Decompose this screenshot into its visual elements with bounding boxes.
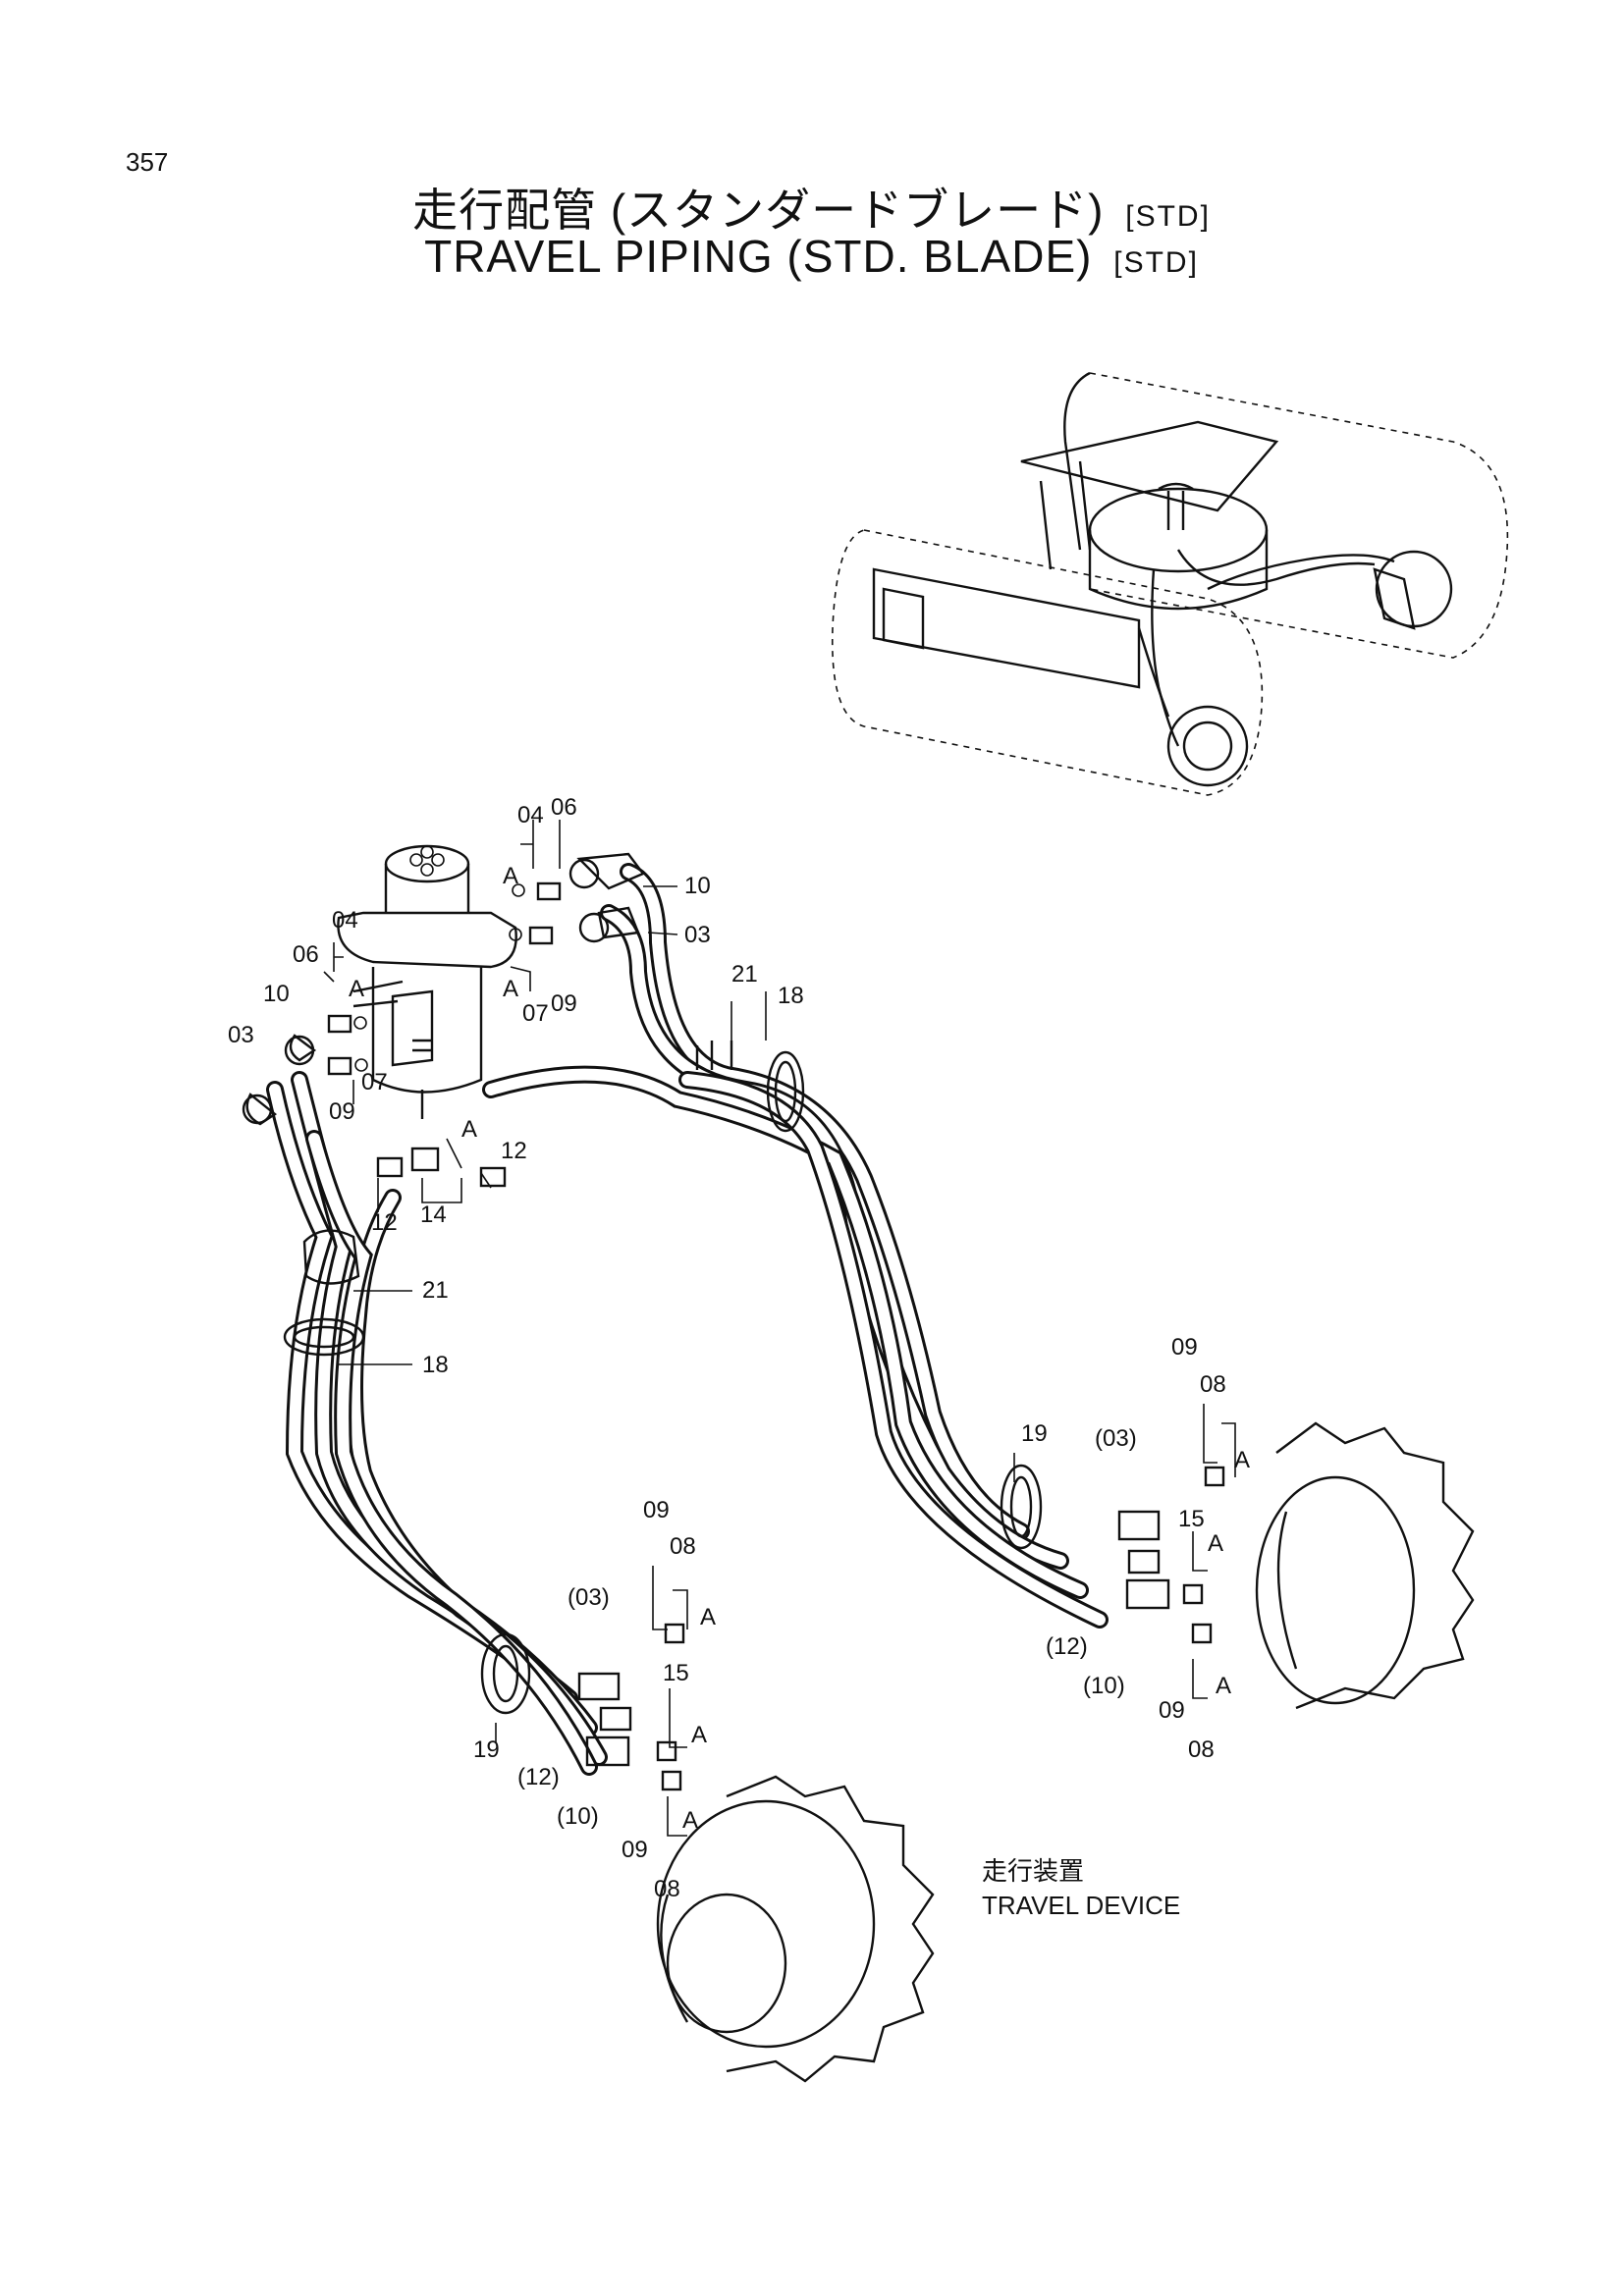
label-08: 08 (670, 1533, 696, 1560)
label-A: A (700, 1604, 716, 1630)
fittings-upper (242, 852, 645, 1188)
label-10-ref: (10) (1083, 1673, 1125, 1699)
label-10: 10 (684, 873, 711, 899)
label-07: 07 (522, 1000, 549, 1027)
label-18: 18 (778, 983, 804, 1009)
label-21: 21 (422, 1277, 449, 1304)
label-A: A (691, 1722, 707, 1748)
label-04: 04 (332, 907, 358, 934)
label-06: 06 (551, 794, 577, 821)
label-A: A (461, 1116, 477, 1143)
page-number: 357 (126, 147, 169, 177)
label-15: 15 (1178, 1506, 1205, 1532)
label-A: A (1234, 1447, 1250, 1473)
label-10-ref: (10) (557, 1803, 599, 1830)
label-12-ref: (12) (517, 1764, 560, 1790)
label-A: A (1216, 1673, 1231, 1699)
label-09: 09 (622, 1837, 648, 1863)
label-09: 09 (329, 1098, 355, 1125)
undercarriage-overview-illustration (831, 371, 1509, 796)
label-03-ref: (03) (568, 1584, 610, 1611)
label-19: 19 (1021, 1420, 1048, 1447)
label-08: 08 (1200, 1371, 1226, 1398)
label-A: A (682, 1807, 698, 1834)
travel-device-caption-en: TRAVEL DEVICE (982, 1891, 1180, 1920)
label-10: 10 (263, 981, 290, 1007)
fittings-lower (577, 1466, 1225, 1791)
page-title-japanese: 走行配管 (スタンダードブレード) [STD] (0, 175, 1623, 240)
part-labels: 04 06 A 10 03 A 07 09 21 18 04 06 A 10 0… (228, 794, 1250, 1902)
leader-lines (323, 820, 1236, 1837)
label-06: 06 (293, 941, 319, 968)
label-03: 03 (228, 1022, 254, 1048)
travel-device-upper-illustration (1255, 1421, 1475, 1710)
hose-clamps (283, 1041, 1043, 1715)
title-ja-text: 走行配管 (スタンダードブレード) (412, 185, 1105, 236)
label-A: A (1208, 1530, 1223, 1557)
std-tag: [STD] (1125, 200, 1211, 233)
travel-device-lower-illustration (656, 1775, 935, 2083)
std-tag: [STD] (1113, 246, 1199, 279)
label-21: 21 (731, 961, 758, 988)
label-12: 12 (501, 1138, 527, 1164)
label-19: 19 (473, 1736, 500, 1763)
label-03-ref: (03) (1095, 1425, 1137, 1452)
label-09: 09 (1171, 1334, 1198, 1361)
label-A: A (503, 976, 518, 1002)
label-08: 08 (654, 1876, 680, 1902)
label-09: 09 (643, 1497, 670, 1523)
label-03: 03 (684, 922, 711, 948)
label-09: 09 (1159, 1697, 1185, 1724)
label-14: 14 (420, 1201, 447, 1228)
label-08: 08 (1188, 1736, 1215, 1763)
label-12-ref: (12) (1046, 1633, 1088, 1660)
label-18: 18 (422, 1352, 449, 1378)
hose-bundle (266, 863, 1109, 1776)
label-12: 12 (371, 1209, 398, 1236)
page-title-english: TRAVEL PIPING (STD. BLADE) [STD] (0, 230, 1623, 283)
label-09: 09 (551, 990, 577, 1017)
label-A: A (503, 863, 518, 889)
title-en-text: TRAVEL PIPING (STD. BLADE) (424, 231, 1093, 282)
label-15: 15 (663, 1660, 689, 1686)
label-A: A (349, 976, 364, 1002)
travel-device-caption-ja: 走行装置 (982, 1856, 1084, 1886)
label-04: 04 (517, 802, 544, 828)
label-07: 07 (361, 1069, 388, 1095)
center-joint-illustration (337, 844, 517, 1119)
